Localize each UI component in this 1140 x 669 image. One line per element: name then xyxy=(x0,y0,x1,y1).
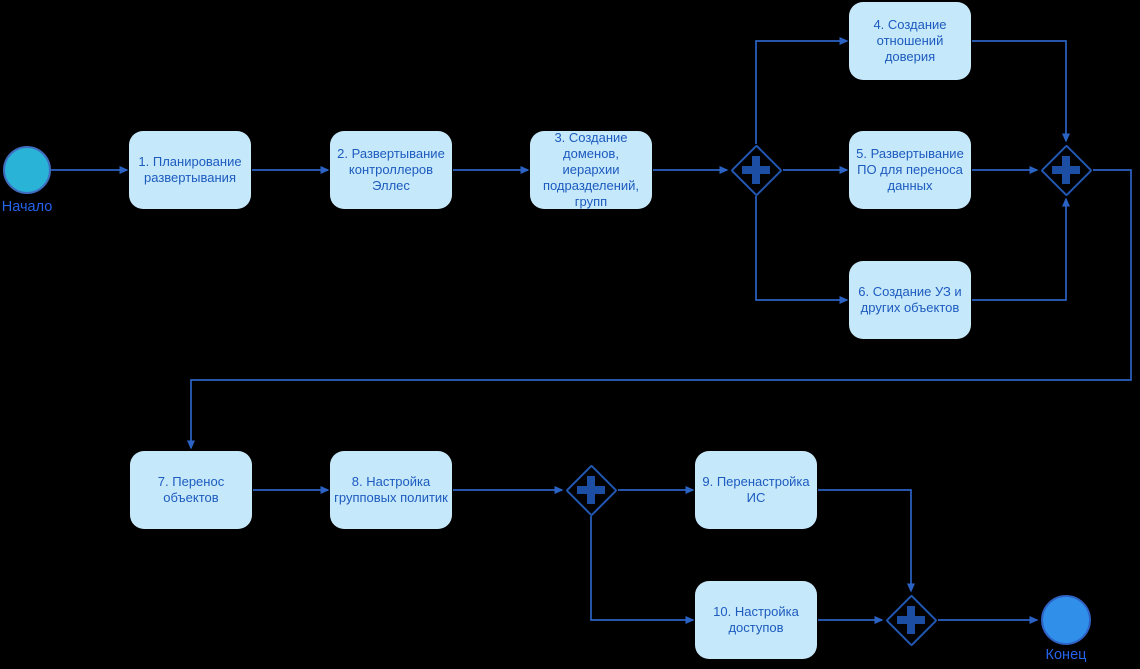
task-10-configure-access[interactable]: 10. Настройка доступов xyxy=(695,581,817,659)
flow-gateway1-to-task6 xyxy=(755,196,849,304)
task-4-trust-relations[interactable]: 4. Создание отношений доверия xyxy=(849,2,971,80)
plus-icon xyxy=(907,606,915,634)
plus-icon xyxy=(1062,156,1070,184)
task-9-reconfigure-is[interactable]: 9. Перенастройка ИС xyxy=(695,451,817,529)
task-1-planning[interactable]: 1. Планирование развертывания xyxy=(129,131,251,209)
task-6-label: 6. Создание УЗ и других объектов xyxy=(858,284,962,315)
task-8-label: 8. Настройка групповых политик xyxy=(334,474,448,505)
start-event-label: Начало xyxy=(1,199,53,215)
task-4-label: 4. Создание отношений доверия xyxy=(873,17,947,64)
end-event-circle[interactable] xyxy=(1041,595,1091,645)
plus-icon xyxy=(752,156,760,184)
parallel-gateway-2[interactable] xyxy=(1039,143,1093,197)
task-7-move-objects[interactable]: 7. Перенос объектов xyxy=(130,451,252,529)
task-8-group-policies[interactable]: 8. Настройка групповых политик xyxy=(330,451,452,529)
end-event-label: Конец xyxy=(1045,647,1087,663)
flow-gateway3-to-task10 xyxy=(590,516,695,624)
flow-gateway2-to-task7 xyxy=(187,169,1132,450)
task-9-label: 9. Перенастройка ИС xyxy=(702,474,810,505)
plus-icon xyxy=(587,476,595,504)
parallel-gateway-4[interactable] xyxy=(884,593,938,647)
task-2-label: 2. Развертывание контроллеров Эллес xyxy=(337,146,445,193)
task-5-deploy-migration-software[interactable]: 5. Развертывание ПО для переноса данных xyxy=(849,131,971,209)
flow-task4-to-gateway2 xyxy=(972,40,1070,143)
flow-task6-to-gateway2 xyxy=(972,197,1070,301)
task-1-label: 1. Планирование развертывания xyxy=(138,154,242,185)
task-6-create-accounts[interactable]: 6. Создание УЗ и других объектов xyxy=(849,261,971,339)
parallel-gateway-3[interactable] xyxy=(564,463,618,517)
start-event-circle[interactable] xyxy=(3,146,51,194)
task-2-deploy-controllers[interactable]: 2. Развертывание контроллеров Эллес xyxy=(330,131,452,209)
task-3-label: 3. Создание доменов, иерархии подразделе… xyxy=(542,130,640,209)
flow-task9-to-gateway4 xyxy=(818,489,915,593)
task-3-create-domains[interactable]: 3. Создание доменов, иерархии подразделе… xyxy=(530,130,652,209)
task-7-label: 7. Перенос объектов xyxy=(157,474,225,505)
parallel-gateway-1[interactable] xyxy=(729,143,783,197)
task-10-label: 10. Настройка доступов xyxy=(713,604,799,635)
task-5-label: 5. Развертывание ПО для переноса данных xyxy=(856,146,964,193)
flow-gateway1-to-task4 xyxy=(755,37,849,144)
